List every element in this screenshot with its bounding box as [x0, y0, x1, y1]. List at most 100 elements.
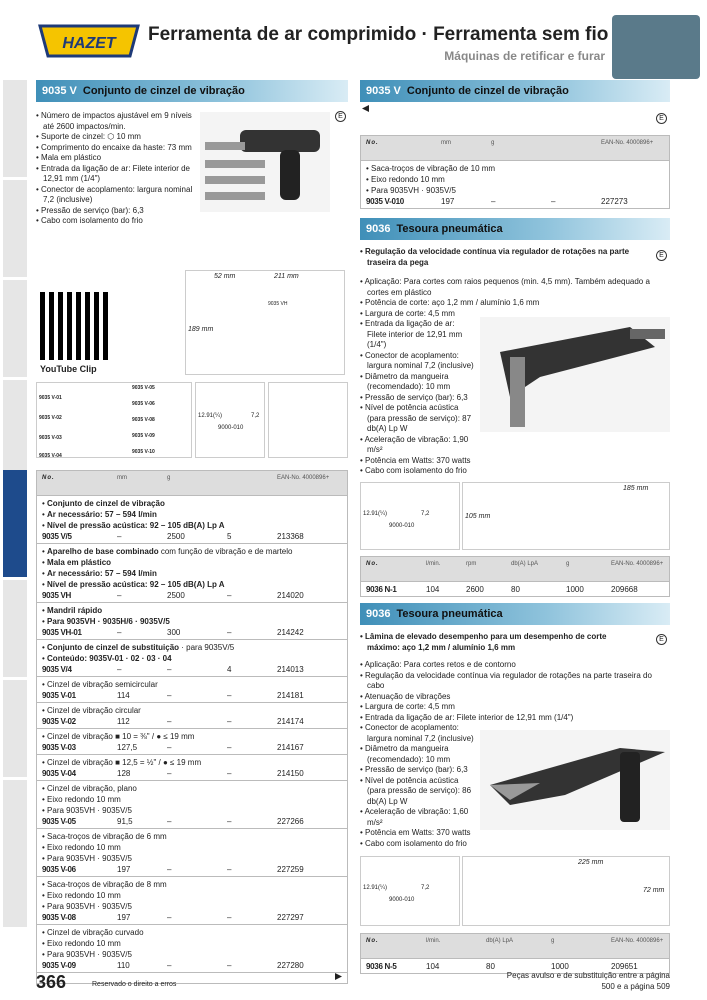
- next-page-arrow-icon[interactable]: [37, 972, 347, 983]
- chapter-tab[interactable]: [3, 580, 27, 680]
- group-line: Cinzel de vibração, plano: [42, 783, 342, 794]
- part-label: 9035 V-09: [132, 433, 155, 439]
- tool-outline-diagram: [268, 382, 348, 458]
- group-line: Aparelho de base combinado com função de…: [42, 546, 342, 557]
- cell: 214020: [277, 591, 304, 600]
- cell: –: [227, 961, 232, 970]
- chapter-tab[interactable]: [3, 780, 27, 930]
- line-bold: Ar necessário: 57 – 594 l/min: [47, 569, 157, 578]
- cell: 209668: [611, 585, 638, 594]
- column-header: g: [167, 475, 171, 481]
- part-label: 9035 V-06: [132, 401, 155, 407]
- feature-item: Cabo com isolamento do frio: [360, 839, 670, 850]
- line-bold: Mandril rápido: [47, 606, 103, 615]
- cell: 104: [426, 962, 440, 971]
- cell: 2500: [167, 532, 185, 541]
- cell: 80: [511, 585, 520, 594]
- feature-item: Aceleração de vibração: 1,90 m/s²: [360, 435, 670, 456]
- cell: 9035 V-010: [366, 197, 404, 206]
- section-title: Tesoura pneumática: [396, 223, 503, 235]
- group-line: Ar necessário: 57 – 594 l/min: [42, 568, 342, 579]
- line-text: Cinzel de vibração semicircular: [47, 680, 158, 689]
- cell: 9035 V-03: [42, 743, 76, 752]
- group-line: Saca-troços de vibração de 8 mm: [42, 879, 342, 890]
- cell: 214167: [277, 743, 304, 752]
- column-header: mm: [117, 475, 127, 481]
- feature-item: Entrada da ligação de ar: Filete interio…: [360, 319, 670, 351]
- previous-page-arrow-icon[interactable]: [362, 105, 370, 113]
- model-label: 9035 VH: [268, 301, 288, 307]
- group-line: Conjunto de cinzel de vibração: [42, 498, 342, 509]
- product-image-shears: [480, 317, 670, 432]
- feature-item: Aplicação: Para cortes com raios pequeno…: [360, 277, 670, 298]
- cell: –: [117, 628, 122, 637]
- cell: –: [167, 913, 172, 922]
- group-line: Cinzel de vibração ■ 12,5 = ½" / ● ≤ 19 …: [42, 757, 342, 768]
- cell: –: [227, 628, 232, 637]
- chapter-tab[interactable]: [3, 80, 27, 180]
- chapter-tab-active[interactable]: [3, 470, 27, 580]
- section-code: 9035 V: [42, 85, 77, 97]
- line-text: · para 9035V/5: [179, 643, 235, 652]
- cell: 4: [227, 665, 232, 674]
- coupler-diagram: 12.91(¼) 7,2 9000-010: [360, 856, 460, 926]
- cell: 114: [117, 691, 130, 700]
- group-line: Conjunto de cinzel de substituição · par…: [42, 642, 342, 653]
- cell: –: [227, 769, 232, 778]
- dimension-drawing: 52 mm 211 mm 189 mm 9035 VH: [185, 270, 345, 375]
- feature-item: Pressão de serviço (bar): 6,3: [360, 765, 670, 776]
- qr-code[interactable]: [40, 292, 108, 360]
- dim-height: 72 mm: [643, 887, 665, 894]
- cell: –: [227, 913, 232, 922]
- feature-list: Aplicação: Para cortes retos e de contor…: [360, 660, 670, 849]
- feature-item: Entrada da ligação de ar: Filete interio…: [36, 164, 196, 185]
- group-line: Cinzel de vibração circular: [42, 705, 342, 716]
- dim-height: 105 mm: [465, 513, 491, 520]
- page-subtitle: Máquinas de retificar e furar: [444, 49, 605, 63]
- part-label: 9035 V-08: [132, 417, 155, 423]
- feature-item: Largura de corte: 4,5 mm: [360, 702, 670, 713]
- line-bold: Conjunto de cinzel de vibração: [47, 499, 165, 508]
- chapter-tab[interactable]: [3, 280, 27, 380]
- feature-list: Aplicação: Para cortes com raios pequeno…: [360, 277, 670, 477]
- cell: 5: [227, 532, 232, 541]
- youtube-clip-label[interactable]: YouTube Clip: [40, 364, 97, 374]
- coupler-size: 7,2: [251, 413, 260, 419]
- chapter-tab[interactable]: [3, 180, 27, 280]
- chapter-tab[interactable]: [3, 680, 27, 780]
- cell: 209651: [611, 962, 638, 971]
- cell: 227297: [277, 913, 304, 922]
- part-label: 9035 V-05: [132, 385, 155, 391]
- line-text: Saca-troços de vibração de 8 mm: [47, 880, 167, 889]
- column-header: g: [566, 561, 570, 567]
- column-header: No.: [366, 561, 379, 567]
- group-line: Para 9035VH · 9035V/5: [366, 185, 664, 196]
- e-badge: E: [656, 250, 667, 261]
- cell: 9035 VH-01: [42, 628, 82, 637]
- cell: –: [227, 865, 232, 874]
- part-label: 9035 V-03: [39, 435, 62, 441]
- line-text: Para 9035VH · 9035V/5: [47, 806, 132, 815]
- chapter-tab[interactable]: [3, 380, 27, 480]
- line-text: Para 9035VH · 9035V/5: [47, 950, 132, 959]
- coupler-thread: 12.91(¼): [363, 885, 388, 891]
- line-bold: Conjunto de cinzel de substituição: [47, 643, 180, 652]
- cell: 110: [117, 961, 130, 970]
- column-header: mm: [441, 140, 451, 146]
- cell: 91,5: [117, 817, 133, 826]
- feature-item: Conector de acoplamento: largura nominal…: [36, 185, 196, 206]
- section-code: 9035 V: [366, 85, 401, 97]
- cell: 9035 V-09: [42, 961, 76, 970]
